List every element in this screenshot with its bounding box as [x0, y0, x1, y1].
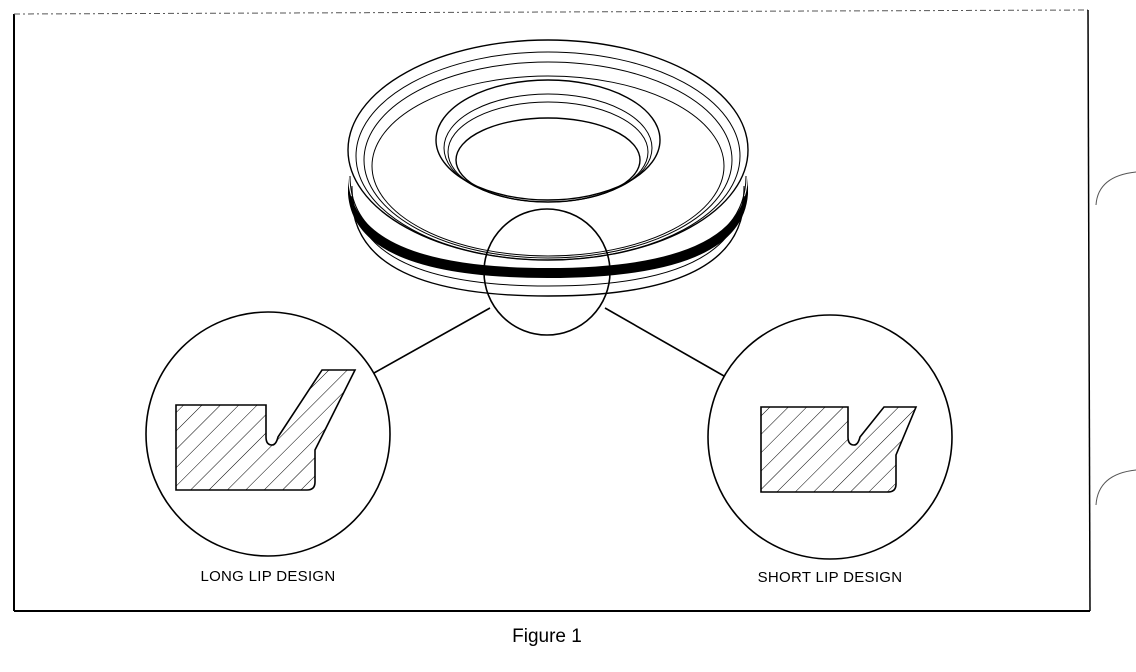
seal-ring	[347, 39, 749, 297]
magnifier-circle	[483, 208, 611, 336]
long-lip-cross-section	[175, 369, 357, 491]
leader-lines	[373, 307, 725, 377]
short-lip-detail: SHORT LIP DESIGN	[707, 314, 953, 586]
figure-frame	[13, 9, 1091, 612]
short-lip-label: SHORT LIP DESIGN	[758, 569, 903, 586]
figure-caption: Figure 1	[512, 626, 582, 647]
binder-hole-marks	[1095, 171, 1136, 506]
long-lip-label: LONG LIP DESIGN	[200, 568, 335, 585]
long-lip-detail: LONG LIP DESIGN	[145, 311, 391, 585]
short-lip-cross-section	[760, 406, 918, 493]
